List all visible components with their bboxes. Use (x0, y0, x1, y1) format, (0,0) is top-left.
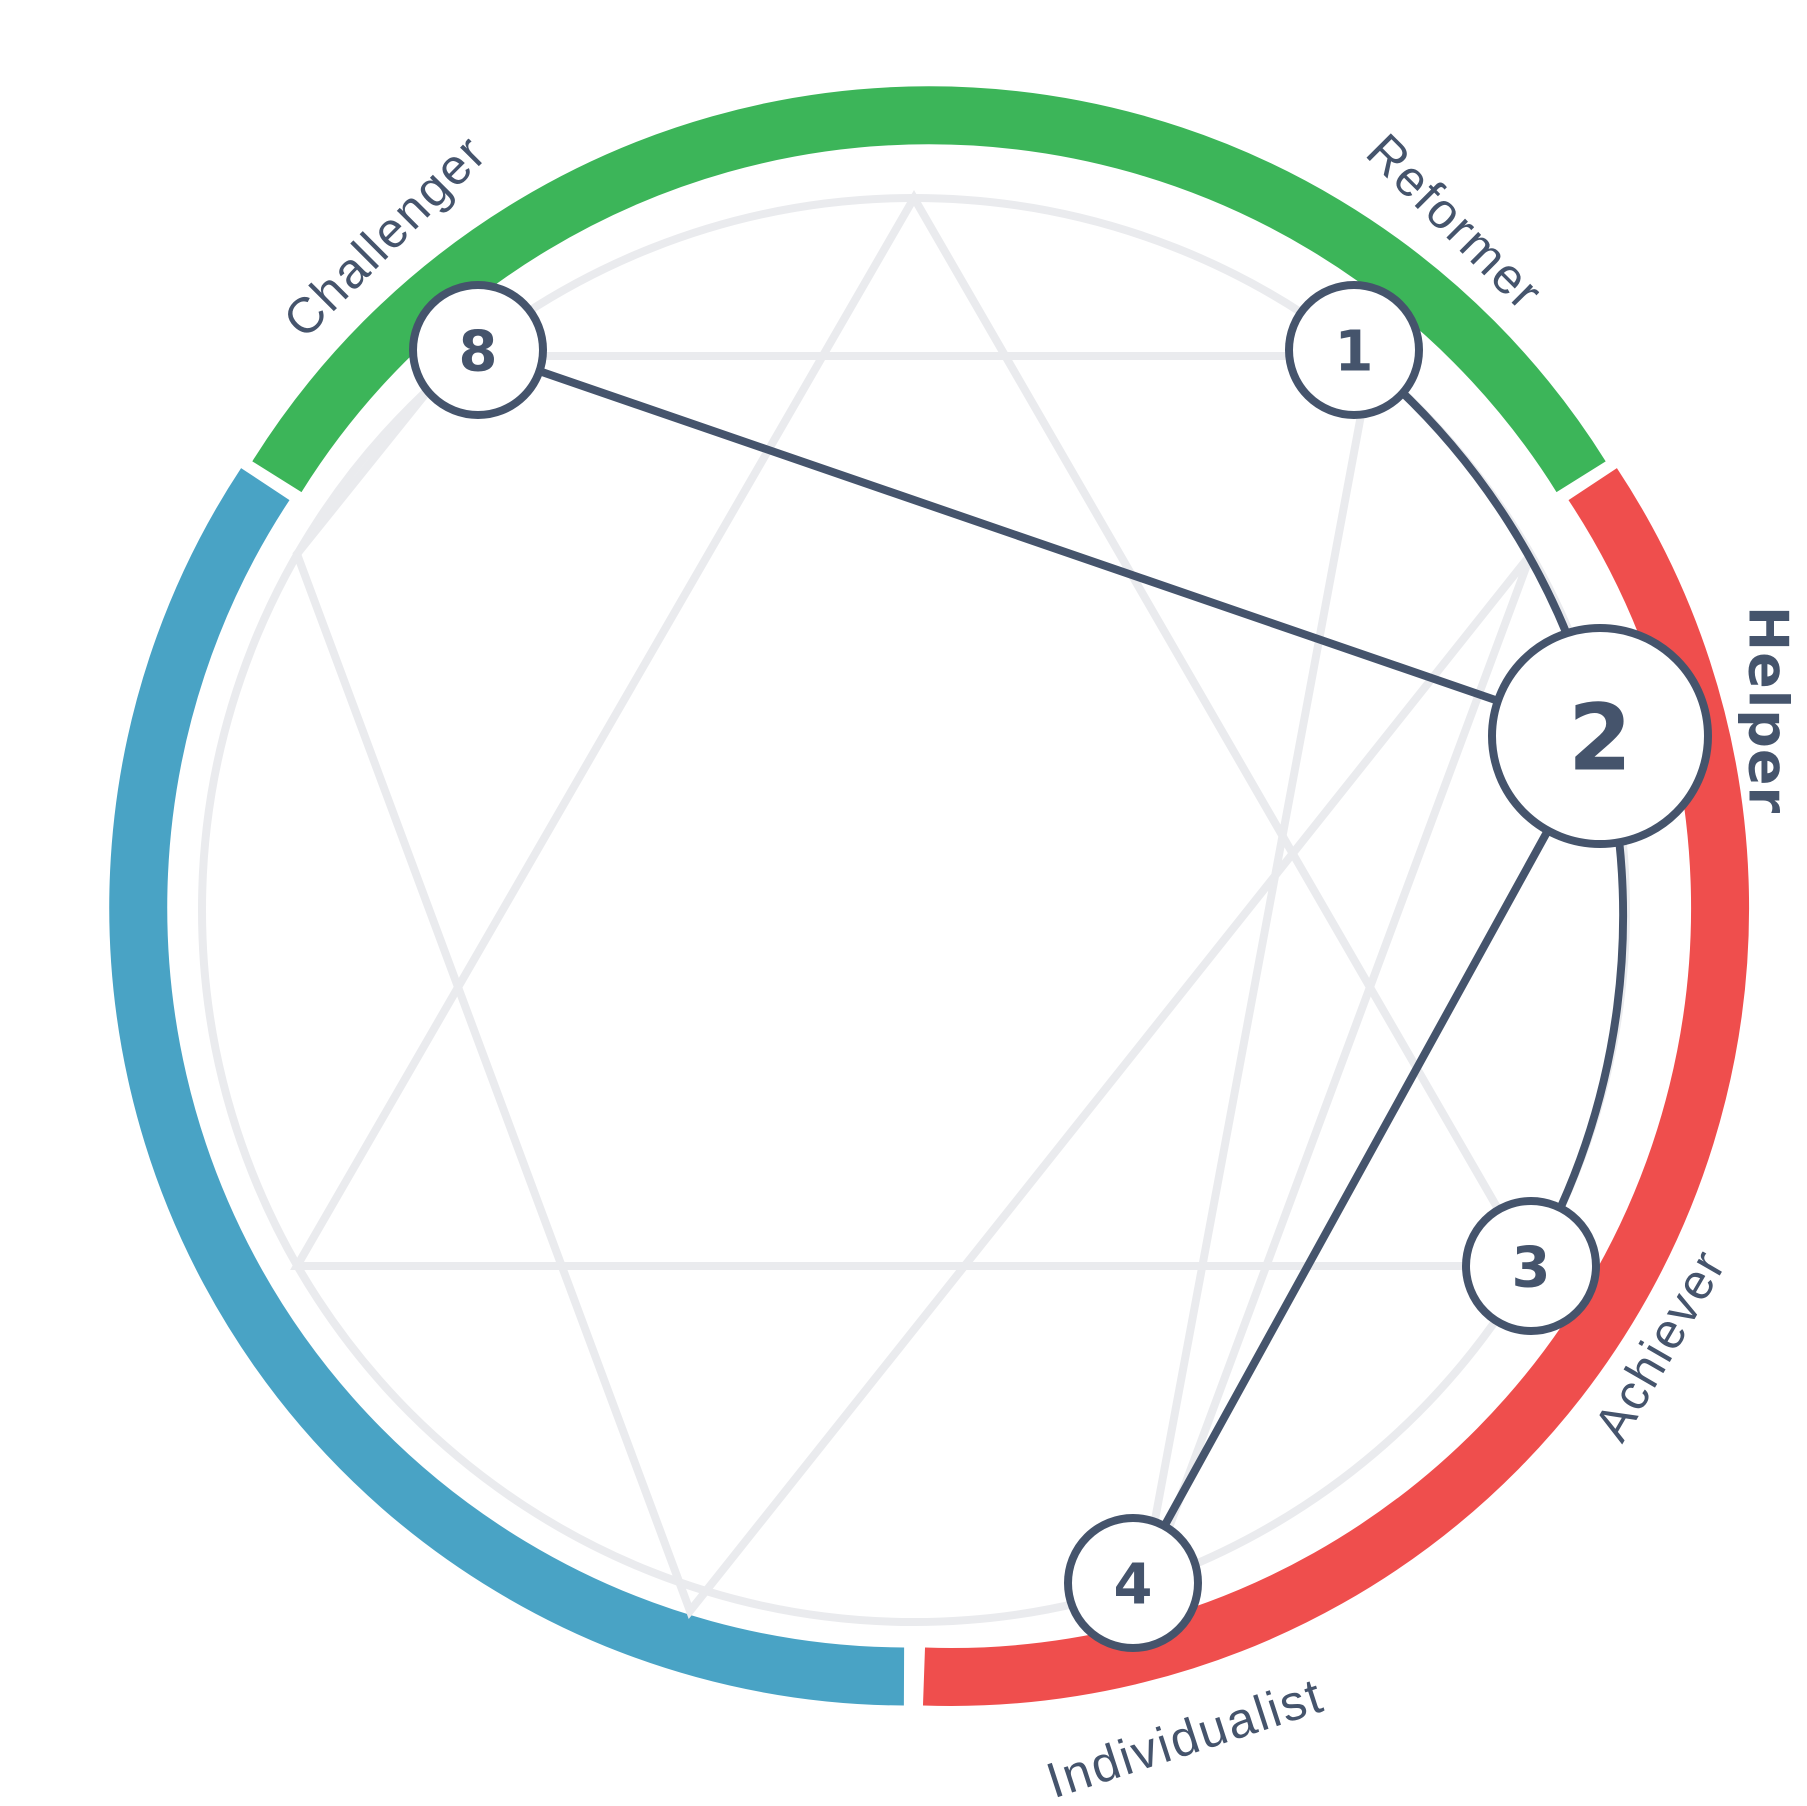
type-node-number: 3 (1512, 1236, 1551, 1301)
line-2-to-4 (1129, 732, 1604, 1587)
type-label-2: Helper (1737, 606, 1800, 814)
highlight-connections (474, 346, 1628, 1587)
type-node-4[interactable]: 4 (1064, 1514, 1202, 1652)
type-nodes: 1 2 3 4 8 (409, 281, 1712, 1652)
gut-center-arc (252, 86, 1606, 493)
line-2-to-8 (474, 346, 1604, 740)
type-node-number: 8 (459, 320, 498, 385)
center-arcs (109, 86, 1749, 1706)
type-node-number: 2 (1568, 685, 1632, 792)
type-node-number: 4 (1114, 1553, 1153, 1618)
type-node-circle (409, 281, 547, 419)
type-node-circle (1064, 1514, 1202, 1652)
type-node-circle (1462, 1197, 1600, 1335)
triangle-369 (290, 190, 1538, 1270)
type-node-8[interactable]: 8 (409, 281, 547, 419)
type-node-circle (1285, 281, 1423, 419)
head-center-arc (109, 468, 905, 1706)
hexad-1428571 (292, 352, 1535, 1620)
type-node-2[interactable]: 2 (1488, 624, 1712, 848)
type-node-number: 1 (1335, 320, 1374, 385)
type-node-1[interactable]: 1 (1285, 281, 1423, 419)
enneagram-figure (198, 190, 1630, 1626)
type-node-3[interactable]: 3 (1462, 1197, 1600, 1335)
type-node-circle (1488, 624, 1712, 848)
